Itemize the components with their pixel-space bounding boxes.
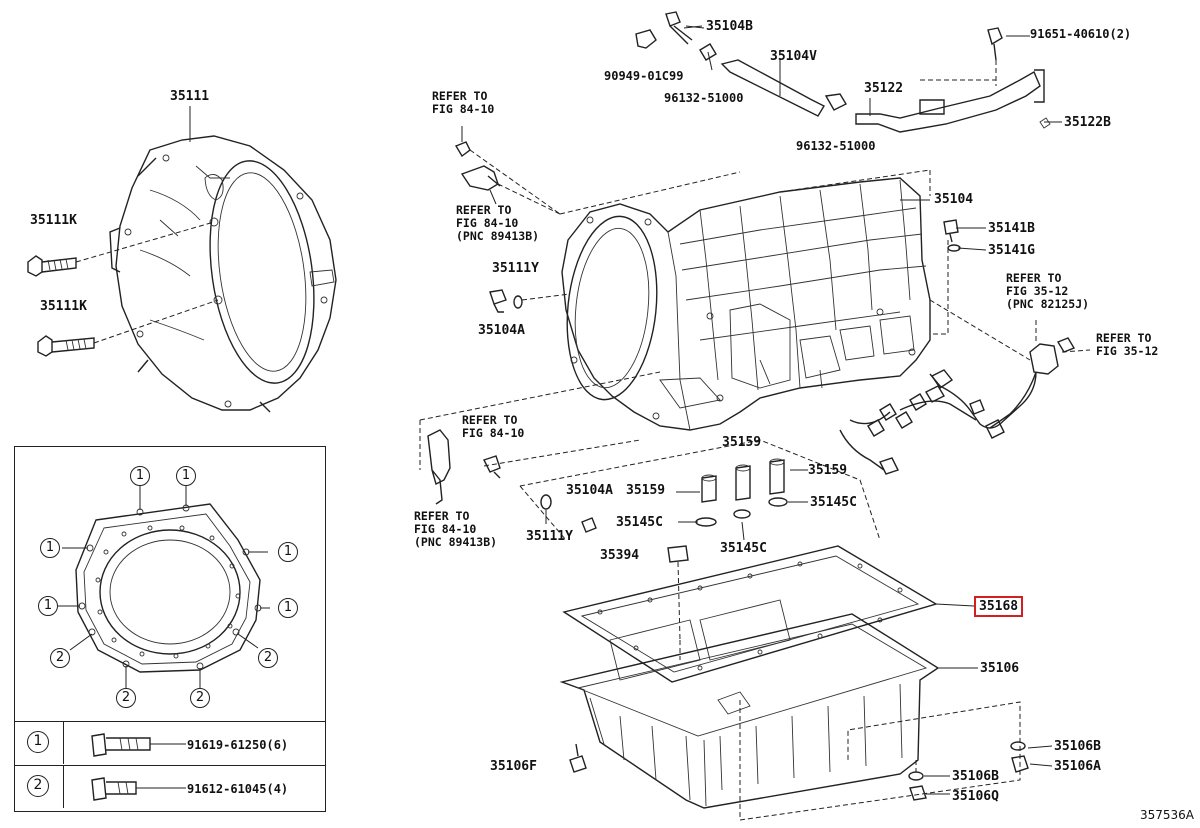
legend-row-2: 2 91612-61045(4) [15,765,325,808]
label-96132-51000-a: 96132-51000 [664,91,744,105]
flange-gasket-drawing [58,486,270,690]
legend-bolt-icons [91,733,186,801]
legend-row-1: 1 91619-61250(6) [15,721,325,764]
label-35168-highlighted[interactable]: 35168 [974,596,1024,617]
label-96132-51000-b: 96132-51000 [796,139,876,153]
accumulator-piston-drawings [519,439,881,541]
legend-row-1-part-number: 91619-61250(6) [187,738,289,752]
callout-1-top-right: 1 [176,466,196,486]
callout-2-bottom-left: 2 [116,688,136,708]
callout-1-left-upper: 1 [40,538,60,558]
label-35159-center: 35159 [722,435,762,450]
label-35394: 35394 [600,548,640,563]
label-35106: 35106 [980,661,1020,676]
transmission-case-drawing [559,169,949,431]
label-35106b-center: 35106B [952,769,999,784]
label-35111: 35111 [170,89,210,104]
bolt-35111k-drawings [27,221,219,357]
legend-marker-2: 2 [27,775,49,797]
callout-2-bottom-right: 2 [190,688,210,708]
speed-sensor-upper-drawing [454,126,561,215]
label-35106b-right: 35106B [1054,739,1101,754]
label-35145c-center: 35145C [720,541,767,556]
label-91651-40610: 91651-40610(2) [1030,27,1132,41]
callout-1-right-upper: 1 [278,542,298,562]
callout-2-left: 2 [50,648,70,668]
converter-housing-drawing [109,135,337,413]
callout-1-top-left: 1 [130,466,150,486]
label-35106q: 35106Q [952,789,999,804]
wire-harness-drawing [839,299,1091,475]
bolt-35141b-drawing [943,219,961,252]
callout-1-left-lower: 1 [38,596,58,616]
legend-row-1-marker-cell: 1 [15,722,64,764]
oil-pan-gasket-drawing [562,545,975,683]
label-35122b: 35122B [1064,115,1111,130]
label-35106f: 35106F [490,759,537,774]
breather-hose-drawing [635,11,1051,133]
plug-35104a-lower-drawing [540,494,597,533]
speed-sensor-lower-drawing [419,371,661,505]
callout-1-right-lower: 1 [278,598,298,618]
label-35104: 35104 [934,192,974,207]
legend-marker-1: 1 [27,731,49,753]
label-35111y-lower: 35111Y [526,529,573,544]
oil-pan-drawing [559,599,1021,821]
strainer-35394-drawing [667,545,689,641]
label-35104b: 35104B [706,19,753,34]
label-35159-left: 35159 [626,483,666,498]
label-35141g: 35141G [988,243,1035,258]
bolt-legend-table: 1 91619-61250(6) 2 91612-61045(4) [14,446,326,812]
label-35145c-right: 35145C [810,495,857,510]
label-90949-01c99: 90949-01C99 [604,69,684,83]
label-35111k-lower: 35111K [40,299,87,314]
leader-lines [189,25,1062,541]
label-35122: 35122 [864,81,904,96]
label-35141b: 35141B [988,221,1035,236]
label-35111k-upper: 35111K [30,213,77,228]
plug-35104a-drawing [489,289,571,313]
callout-2-right: 2 [258,648,278,668]
label-35104a-lower: 35104A [566,483,613,498]
label-35159-right: 35159 [808,463,848,478]
label-35104v: 35104V [770,49,817,64]
legend-row-2-marker-cell: 2 [15,766,64,808]
label-35104a-upper: 35104A [478,323,525,338]
legend-row-2-part-number: 91612-61045(4) [187,782,289,796]
diagram-code: 357536A [1139,808,1194,822]
label-35111y-upper: 35111Y [492,261,539,276]
label-35106a: 35106A [1054,759,1101,774]
label-35145c-left: 35145C [616,515,663,530]
drain-plug-drawings [569,741,1053,801]
